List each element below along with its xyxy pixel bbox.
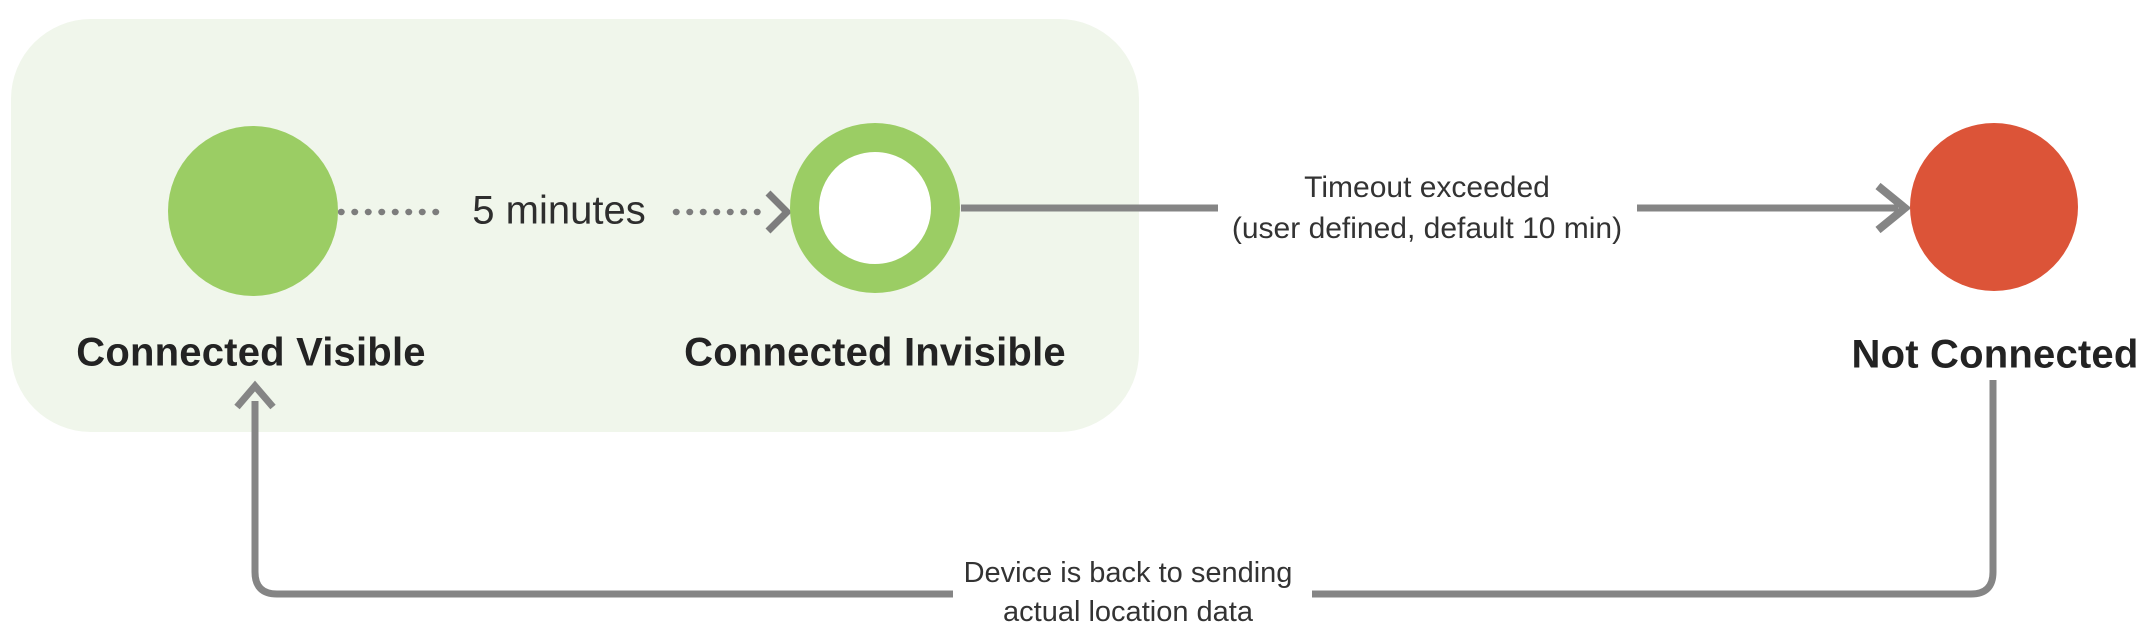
state-label-not-connected: Not Connected bbox=[1851, 332, 2139, 377]
return-arrowhead-icon bbox=[234, 380, 276, 410]
return-label-line2: actual location data bbox=[1003, 596, 1253, 628]
return-line-left-segment bbox=[251, 401, 953, 598]
timeout-label-line2: (user defined, default 10 min) bbox=[1231, 212, 1623, 245]
state-label-connected-visible: Connected Visible bbox=[76, 330, 426, 375]
timeout-label-line1: Timeout exceeded bbox=[1304, 171, 1550, 204]
state-node-connected-visible bbox=[168, 126, 338, 296]
state-node-not-connected bbox=[1910, 123, 2078, 291]
state-label-connected-invisible: Connected Invisible bbox=[684, 330, 1066, 375]
transition-label-return: Device is back to sending actual locatio… bbox=[964, 554, 1293, 632]
return-line-right-segment bbox=[1312, 380, 1997, 598]
transition-label-5-minutes: 5 minutes bbox=[472, 188, 646, 233]
state-node-connected-invisible bbox=[790, 123, 960, 293]
transition-label-timeout: Timeout exceeded (user defined, default … bbox=[1232, 167, 1622, 249]
dotted-arrowhead-icon bbox=[765, 190, 792, 234]
timeout-arrowhead-icon bbox=[1875, 182, 1912, 234]
return-label-line1: Device is back to sending bbox=[963, 557, 1293, 589]
